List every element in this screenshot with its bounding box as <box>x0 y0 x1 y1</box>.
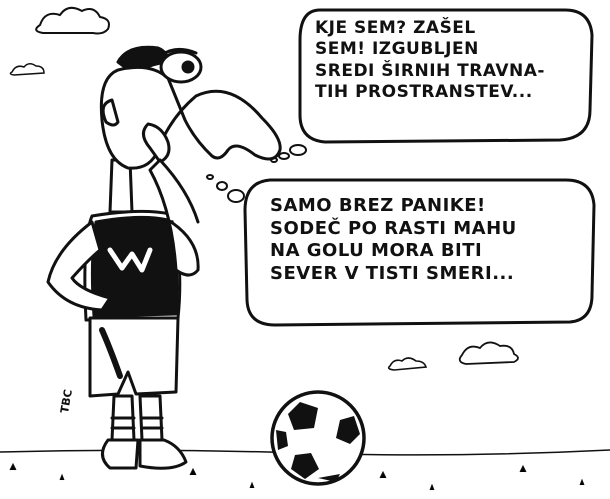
thought-dots-2 <box>206 174 245 203</box>
football <box>270 390 366 486</box>
cloud-right <box>458 341 519 365</box>
thought-bubble-1 <box>298 8 594 144</box>
cloud-left-small <box>9 63 45 76</box>
thought-bubble-1-text: KJE SEM? ZAŠEL SEM! IZGUBLJEN SREDI ŠIRN… <box>315 18 545 102</box>
thought-bubble-2 <box>243 178 596 327</box>
cloud-top-left <box>35 6 110 35</box>
player <box>46 45 282 470</box>
grass-tufts <box>9 462 585 491</box>
thought-bubble-2-text: SAMO BREZ PANIKE! SODEČ PO RASTI MAHU NA… <box>270 195 517 284</box>
thought-dots-1 <box>270 144 307 163</box>
cloud-right-small <box>387 357 428 371</box>
